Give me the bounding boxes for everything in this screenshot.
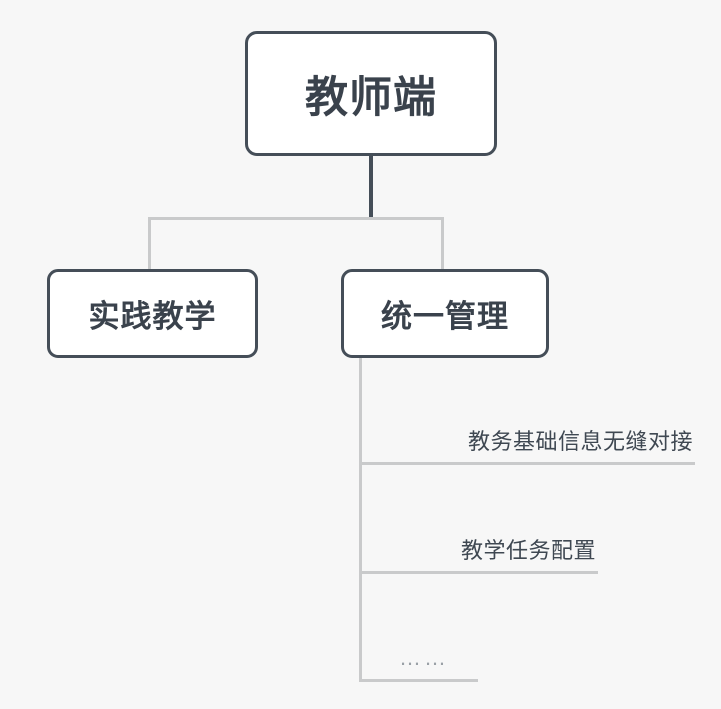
node-unified-management[interactable]: 统一管理 <box>341 269 549 358</box>
connector-to-practice <box>148 217 151 270</box>
leaf-label-ellipsis[interactable]: …… <box>399 645 449 670</box>
leaf-rule-ellipsis <box>359 679 478 682</box>
connector-root-trunk <box>369 156 373 220</box>
leaf-rule-academic-info-integration <box>359 462 695 465</box>
connector-split-bar <box>148 217 444 220</box>
leaf-label-academic-info-integration[interactable]: 教务基础信息无缝对接 <box>467 429 693 454</box>
connector-to-manage <box>441 217 444 270</box>
connector-manage-trunk <box>359 357 362 681</box>
leaf-rule-teaching-task-config <box>359 571 598 574</box>
node-root-teacher-portal[interactable]: 教师端 <box>245 31 497 156</box>
leaf-label-teaching-task-config[interactable]: 教学任务配置 <box>460 538 596 563</box>
node-practice-teaching[interactable]: 实践教学 <box>47 269 258 358</box>
